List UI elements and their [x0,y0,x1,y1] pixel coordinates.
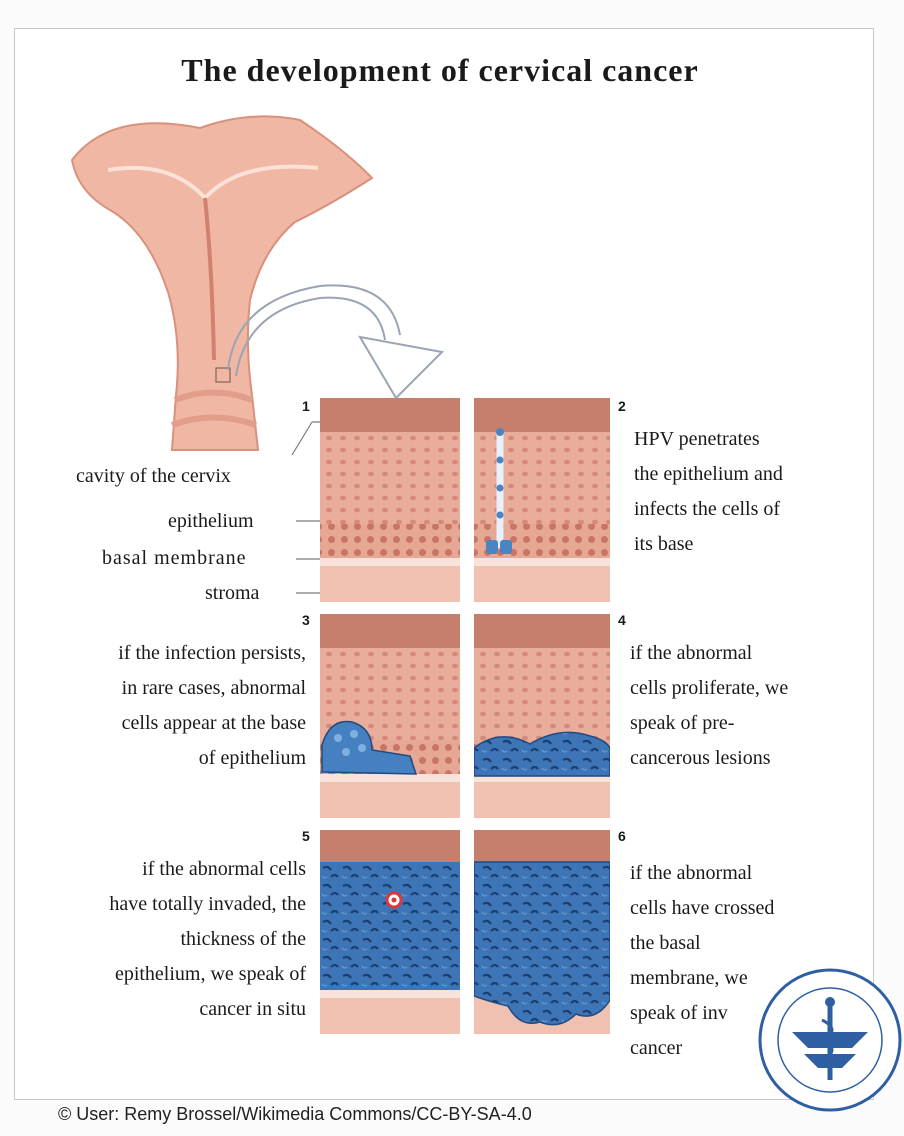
panel-5 [320,830,460,1034]
caption-line: if the abnormal [630,642,753,664]
caption-line: epithelium, we speak of [114,963,306,985]
stage-number-2: 2 [618,398,626,414]
caption-line: cancerous lesions [630,747,771,769]
caption-line: in rare cases, abnormal [121,677,306,699]
caption-stage-6: if the abnormal cells have crossed the b… [630,856,774,1066]
stage-number-1: 1 [302,398,310,414]
caption-stage-2: HPV penetrates the epithelium and infect… [634,422,783,562]
caption-line: infects the cells of [634,498,781,520]
caption-line: cells appear at the base [121,712,306,734]
caption-line: cancer [630,1037,683,1059]
image-credit: © User: Remy Brossel/Wikimedia Commons/C… [58,1104,532,1124]
caption-line: if the abnormal cells [142,858,306,880]
caption-line: of epithelium [198,747,306,769]
label-stroma: stroma [205,582,260,604]
caption-line: cells have crossed [630,897,775,919]
label-cavity: cavity of the cervix [76,465,231,487]
panel-2 [474,398,610,602]
caption-line: have totally invaded, the [109,893,306,915]
caption-line: speak of inv [630,1002,728,1024]
caption-line: HPV penetrates [634,428,760,450]
caption-line: thickness of the [180,928,306,950]
stage-number-3: 3 [302,612,310,628]
panel-4 [474,614,610,818]
caption-line: if the infection persists, [118,642,306,664]
panel-1 [320,398,460,602]
panel-3 [320,614,460,818]
caption-line: if the abnormal [630,862,753,884]
stage-number-5: 5 [302,828,310,844]
caption-stage-3: if the infection persists, in rare cases… [118,636,306,776]
caption-stage-5: if the abnormal cells have totally invad… [109,852,306,1027]
page-title: The development of cervical cancer [181,52,699,88]
caption-line: the epithelium and [634,463,783,485]
uterus-illustration [70,115,374,451]
zoom-arrow [227,284,445,400]
university-seal [758,968,902,1112]
label-epithelium: epithelium [168,510,254,532]
caption-line: cancer in situ [199,998,306,1020]
caption-line: membrane, we [630,967,748,989]
panel-6 [474,830,610,1034]
stage-number-6: 6 [618,828,626,844]
caption-line: the basal [630,932,701,954]
label-basal-membrane: basal membrane [102,547,247,569]
stage-number-4: 4 [618,612,626,628]
caption-line: speak of pre- [630,712,735,734]
caption-line: cells proliferate, we [630,677,789,699]
caption-stage-4: if the abnormal cells proliferate, we sp… [630,636,788,776]
caption-line: its base [634,533,694,555]
